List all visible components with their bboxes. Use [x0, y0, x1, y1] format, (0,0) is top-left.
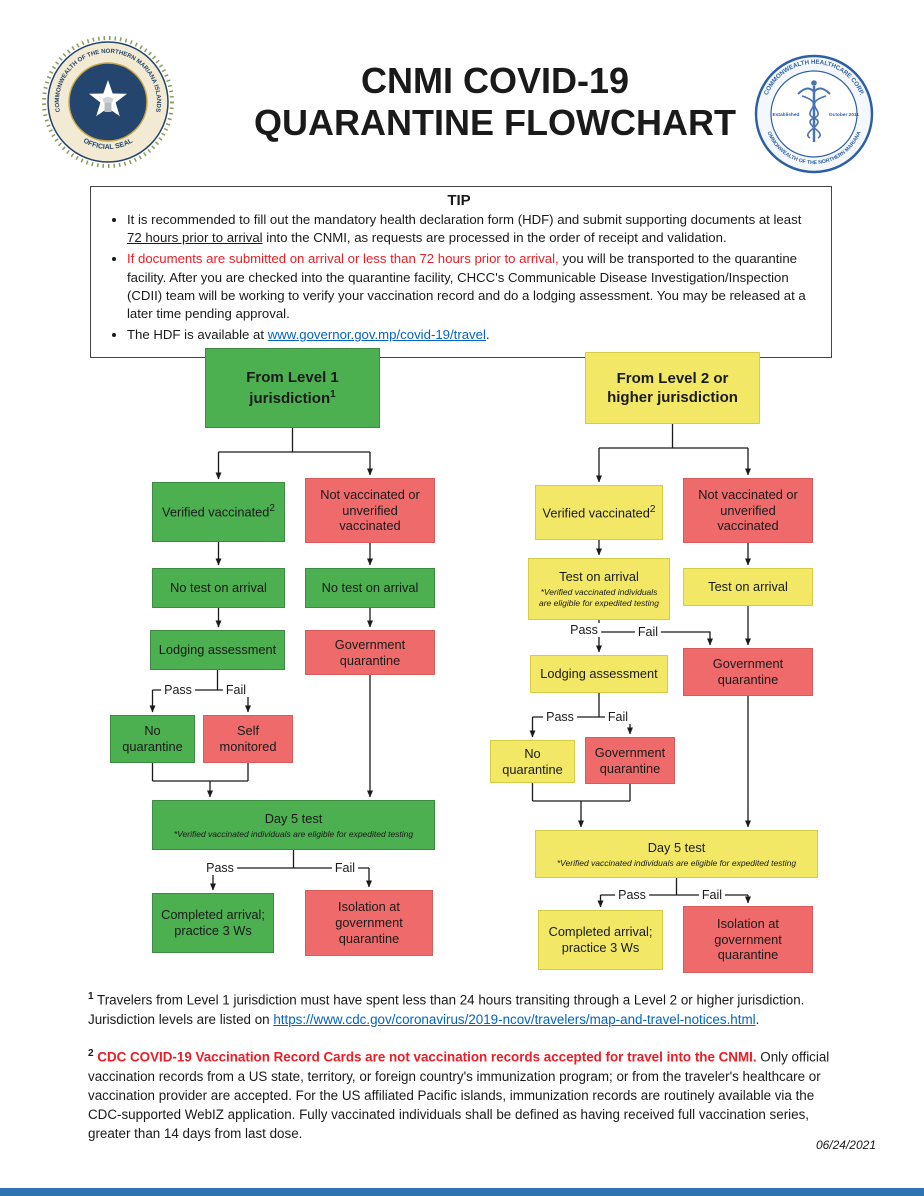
label-pass-right-day5: Pass	[615, 888, 649, 902]
footer-bar	[0, 1188, 924, 1196]
day5-expedited-note-right: *Verified vaccinated individuals are eli…	[556, 857, 797, 868]
node-level1-verified-vaccinated: Verified vaccinated2	[152, 482, 285, 542]
node-level1-no-test-1: No test on arrival	[152, 568, 285, 608]
node-level1-lodging-assessment: Lodging assessment	[150, 630, 285, 670]
footnote-2-warning: CDC COVID-19 Vaccination Record Cards ar…	[93, 1049, 757, 1065]
chcc-seal: Established October 2011 COMMONWEALTH HE…	[752, 52, 874, 174]
tip-bullet-1-text-end: into the CNMI, as requests are processed…	[262, 230, 727, 246]
label-pass-left-day5: Pass	[203, 861, 237, 875]
page-title: CNMI COVID-19 QUARANTINE FLOWCHART	[190, 60, 800, 145]
label-pass-right-lodging: Pass	[543, 710, 577, 724]
node-level1-completed-arrival: Completed arrival; practice 3 Ws	[152, 893, 274, 953]
seal-wreath-decoration	[42, 36, 174, 168]
cdc-travel-notices-link[interactable]: https://www.cdc.gov/coronavirus/2019-nco…	[273, 1011, 756, 1027]
footnote-2: 2 CDC COVID-19 Vaccination Record Cards …	[88, 1047, 836, 1143]
caduceus-icon	[797, 80, 831, 142]
revision-date: 06/24/2021	[815, 1138, 876, 1152]
node-level2-test-on-arrival-2: Test on arrival	[683, 568, 813, 606]
chcc-date-label: October 2011	[829, 112, 859, 118]
tip-bullet-2-warning: If documents are submitted on arrival or…	[127, 251, 559, 267]
footnote-1-text: Travelers from Level 1 jurisdiction must…	[88, 992, 805, 1027]
tip-bullet-1: It is recommended to fill out the mandat…	[127, 211, 817, 247]
node-level1-start: From Level 1 jurisdiction1	[205, 348, 380, 428]
node-level1-no-quarantine: No quarantine	[110, 715, 195, 763]
node-level2-test-on-arrival-1: Test on arrival *Verified vaccinated ind…	[528, 558, 670, 620]
latte-stone-cap-icon	[102, 97, 114, 103]
node-level1-government-quarantine: Government quarantine	[305, 630, 435, 675]
footnote-2-marker: 2	[88, 1048, 94, 1059]
footnote-1: 1 Travelers from Level 1 jurisdiction mu…	[88, 990, 836, 1029]
cnmi-official-seal: COMMONWEALTH OF THE NORTHERN MARIANA ISL…	[42, 36, 174, 168]
node-level1-isolation: Isolation at government quarantine	[305, 890, 433, 956]
footnote-2-text: Only official vaccination records from a…	[88, 1049, 830, 1141]
tip-bullet-3-text: The HDF is available at	[127, 327, 268, 343]
tip-bullet-1-underlined: 72 hours prior to arrival	[127, 230, 263, 246]
tip-bullet-3: The HDF is available at www.governor.gov…	[127, 326, 817, 344]
node-level2-day5-test: Day 5 test *Verified vaccinated individu…	[535, 830, 818, 878]
label-fail-right-day5: Fail	[698, 888, 726, 902]
tip-title: TIP	[447, 192, 471, 209]
chcc-established-label: Established	[773, 112, 800, 118]
page-title-line2: QUARANTINE FLOWCHART	[254, 102, 736, 144]
footnote-1-marker: 1	[88, 991, 94, 1002]
tip-bullet-3-period: .	[485, 327, 490, 343]
tip-bullet-1-text: It is recommended to fill out the mandat…	[127, 212, 802, 227]
footnote-1-period: .	[755, 1011, 760, 1027]
label-pass-right-test: Pass	[567, 623, 601, 637]
node-level1-not-vaccinated: Not vaccinated or unverified vaccinated	[305, 478, 435, 543]
node-level2-government-quarantine-1: Government quarantine	[683, 648, 813, 696]
node-level2-start: From Level 2 or higher jurisdiction	[585, 352, 760, 424]
node-level2-no-quarantine: No quarantine	[490, 740, 575, 783]
node-level2-not-vaccinated: Not vaccinated or unverified vaccinated	[683, 478, 813, 543]
hdf-travel-link[interactable]: www.governor.gov.mp/covid-19/travel	[267, 327, 486, 343]
label-fail-left-lodging: Fail	[222, 683, 250, 697]
day5-expedited-note: *Verified vaccinated individuals are eli…	[173, 828, 414, 839]
tip-bullet-2: If documents are submitted on arrival or…	[127, 250, 817, 323]
node-level2-completed-arrival: Completed arrival; practice 3 Ws	[538, 910, 663, 970]
label-fail-right-lodging: Fail	[604, 710, 632, 724]
label-fail-left-day5: Fail	[331, 861, 359, 875]
tip-bullet-2-text: you will be transported to the quarantin…	[127, 251, 806, 322]
node-level2-verified-vaccinated: Verified vaccinated2	[535, 485, 663, 540]
node-level2-lodging-assessment: Lodging assessment	[530, 655, 668, 693]
node-level1-self-monitored: Self monitored	[203, 715, 293, 763]
tip-bullet-list: It is recommended to fill out the mandat…	[101, 211, 817, 345]
node-level2-government-quarantine-2: Government quarantine	[585, 737, 675, 784]
node-level1-no-test-2: No test on arrival	[305, 568, 435, 608]
test-expedited-note: *Verified vaccinated individuals are eli…	[538, 587, 660, 608]
tip-box: TIP It is recommended to fill out the ma…	[90, 186, 832, 358]
node-level1-day5-test: Day 5 test *Verified vaccinated individu…	[152, 800, 435, 850]
node-level2-isolation: Isolation at government quarantine	[683, 906, 813, 973]
latte-stone-icon	[104, 100, 112, 112]
label-fail-right-test: Fail	[634, 625, 662, 639]
label-pass-left-lodging: Pass	[161, 683, 195, 697]
page-title-line1: CNMI COVID-19	[360, 60, 630, 101]
